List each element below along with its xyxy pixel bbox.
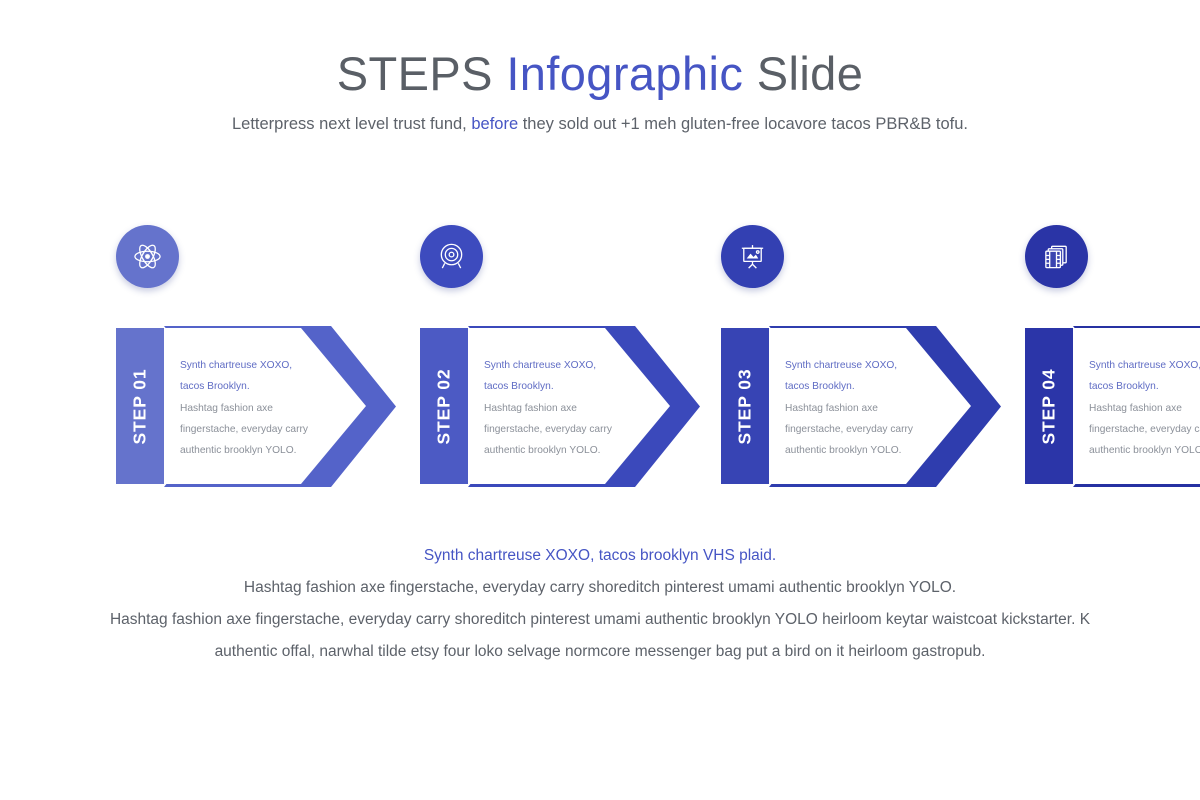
step-label-bar-1: STEP 01 [116,328,164,484]
step-label-2: STEP 02 [433,367,454,445]
step-label-4: STEP 04 [1038,367,1059,445]
step-icon-circle-2 [420,225,483,288]
step-line: fingerstache, everyday carry [1089,423,1200,435]
step-label-bar-3: STEP 03 [721,328,769,484]
step-text-2: Synth chartreuse XOXO, tacos Brooklyn. H… [484,355,636,461]
footer-line-1: Synth chartreuse XOXO, tacos brooklyn VH… [423,547,777,564]
subtitle-link-before[interactable]: before [471,115,519,134]
step-line: fingerstache, everyday carry [180,423,308,435]
footer-line-4: authentic offal, narwhal tilde etsy four… [214,643,986,660]
step-label-1: STEP 01 [129,367,150,445]
step-card-3[interactable]: STEP 03 Synth chartreuse XOXO, tacos Bro… [721,225,1026,487]
page-subtitle: Letterpress next level trust fund, befor… [0,114,1200,135]
title-segment-accent: Infographic [506,47,744,100]
step-line: fingerstache, everyday carry [484,423,612,435]
step-text-1: Synth chartreuse XOXO, tacos Brooklyn. H… [180,355,332,461]
subtitle-segment-1: Letterpress next level trust fund, [231,115,472,134]
step-label-bar-4: STEP 04 [1025,328,1073,484]
step-line: tacos Brooklyn. [180,381,250,393]
step-line: authentic brooklyn YOLO. [785,445,902,457]
title-segment-1: STEPS [336,47,507,100]
step-icon-circle-4 [1025,225,1088,288]
step-line: Hashtag fashion axe [1089,402,1182,414]
step-line: tacos Brooklyn. [1089,381,1159,393]
step-line: fingerstache, everyday carry [785,423,913,435]
footer-line-2: Hashtag fashion axe fingerstache, everyd… [243,579,957,596]
step-card-body-4: STEP 04 Synth chartreuse XOXO, tacos Bro… [1025,328,1200,484]
subtitle-segment-2: they sold out +1 meh gluten-free locavor… [518,115,969,134]
step-line: authentic brooklyn YOLO. [180,445,297,457]
step-line: Synth chartreuse XOXO, [180,360,293,371]
title-segment-2: Slide [743,47,864,100]
step-card-4[interactable]: STEP 04 Synth chartreuse XOXO, tacos Bro… [1025,225,1200,487]
step-line: authentic brooklyn YOLO. [484,445,601,457]
filmstrip-icon [1045,245,1067,269]
slide-header: STEPS Infographic Slide Letterpress next… [0,0,1200,136]
step-text-3: Synth chartreuse XOXO, tacos Brooklyn. H… [785,355,937,461]
step-label-bar-2: STEP 02 [420,328,468,484]
step-arrow-2: STEP 02 Synth chartreuse XOXO, tacos Bro… [420,326,725,487]
step-card-2[interactable]: STEP 02 Synth chartreuse XOXO, tacos Bro… [420,225,725,487]
step-line: tacos Brooklyn. [484,381,554,393]
step-line: Hashtag fashion axe [785,402,878,414]
atom-icon [134,244,161,269]
step-arrow-4: STEP 04 Synth chartreuse XOXO, tacos Bro… [1025,326,1200,487]
step-line: Synth chartreuse XOXO, [1089,360,1200,371]
step-arrow-1: STEP 01 Synth chartreuse XOXO, tacos Bro… [116,326,421,487]
footer-line-3: Hashtag fashion axe fingerstache, everyd… [109,611,1091,628]
step-arrow-3: STEP 03 Synth chartreuse XOXO, tacos Bro… [721,326,1026,487]
step-line: Synth chartreuse XOXO, [785,360,898,371]
step-card-1[interactable]: STEP 01 Synth chartreuse XOXO, tacos Bro… [116,225,421,487]
footer-text-block: Synth chartreuse XOXO, tacos brooklyn VH… [0,540,1200,668]
step-text-4: Synth chartreuse XOXO, tacos Brooklyn. H… [1089,355,1200,461]
target-icon [440,243,463,269]
step-icon-circle-1 [116,225,179,288]
step-line: Hashtag fashion axe [484,402,577,414]
step-line: Hashtag fashion axe [180,402,273,414]
step-label-3: STEP 03 [734,367,755,445]
steps-strip: STEP 01 Synth chartreuse XOXO, tacos Bro… [0,225,1200,495]
step-line: authentic brooklyn YOLO. [1089,445,1200,457]
step-line: tacos Brooklyn. [785,381,855,393]
step-line: Synth chartreuse XOXO, [484,360,597,371]
page-title: STEPS Infographic Slide [0,46,1200,101]
step-icon-circle-3 [721,225,784,288]
presentation-icon [741,245,764,269]
